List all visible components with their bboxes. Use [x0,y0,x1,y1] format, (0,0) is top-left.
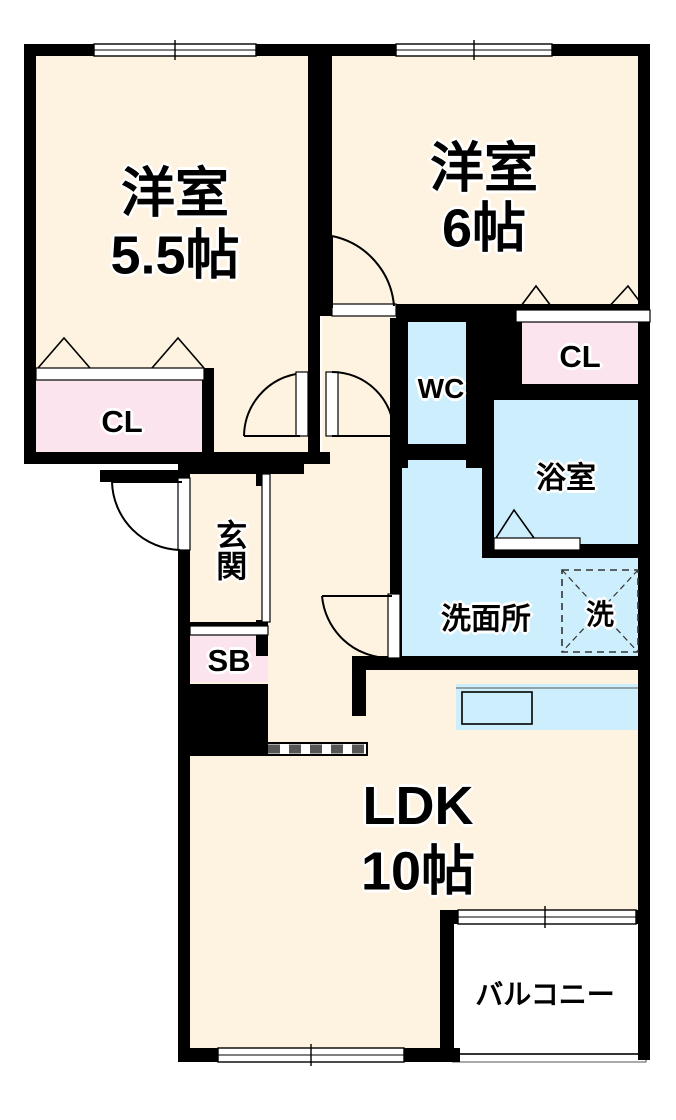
label-bedroom-west-name: 洋室 [121,163,229,224]
label-shoe-box: SB [207,643,251,678]
opening-window-ldk-bottom [217,1044,405,1066]
label-closet-east: CL [559,339,601,374]
partition-entrance-hall [261,473,271,623]
room-entrance [190,470,268,630]
label-entrance: 玄関 [211,519,247,581]
label-bedroom-east-size: 6帖 [441,198,527,259]
opening-door-bedroom-west [243,371,309,437]
fixture-kitchen-counter [456,684,642,730]
opening-door-entrance-hall [325,371,396,437]
room-toilet [406,316,468,454]
opening-sliding-closet-east [515,284,651,323]
label-ldk-size: 10帖 [360,841,476,902]
label-washer: 洗 [585,599,615,630]
label-washroom: 洗面所 [441,603,531,636]
opening-sb-front [189,625,269,636]
opening-window-balcony-top [457,906,637,928]
label-bedroom-east-name: 洋室 [430,138,538,199]
opening-door-washroom [321,593,401,659]
room-closet-west [28,378,214,460]
label-balcony: バルコニー [475,979,615,1010]
opening-door-bedroom-east [331,235,397,317]
fixture-washer-pan [561,569,639,653]
opening-window-bedroom-west-top [93,40,257,60]
label-ldk-name: LDK [362,776,474,836]
opening-sliding-closet-west [35,336,205,381]
label-toilet: WC [417,373,465,404]
opening-door-entrance [111,477,191,551]
opening-sliding-bathroom [493,508,581,551]
opening-window-bedroom-east-top [395,40,553,60]
room-shoe-box [190,634,268,684]
room-washroom [402,456,650,668]
room-bedroom-east [322,48,650,316]
label-bedroom-west-size: 5.5帖 [110,225,240,286]
room-closet-east [518,322,650,388]
label-closet-west: CL [101,404,143,439]
label-bathroom: 浴室 [536,462,596,495]
